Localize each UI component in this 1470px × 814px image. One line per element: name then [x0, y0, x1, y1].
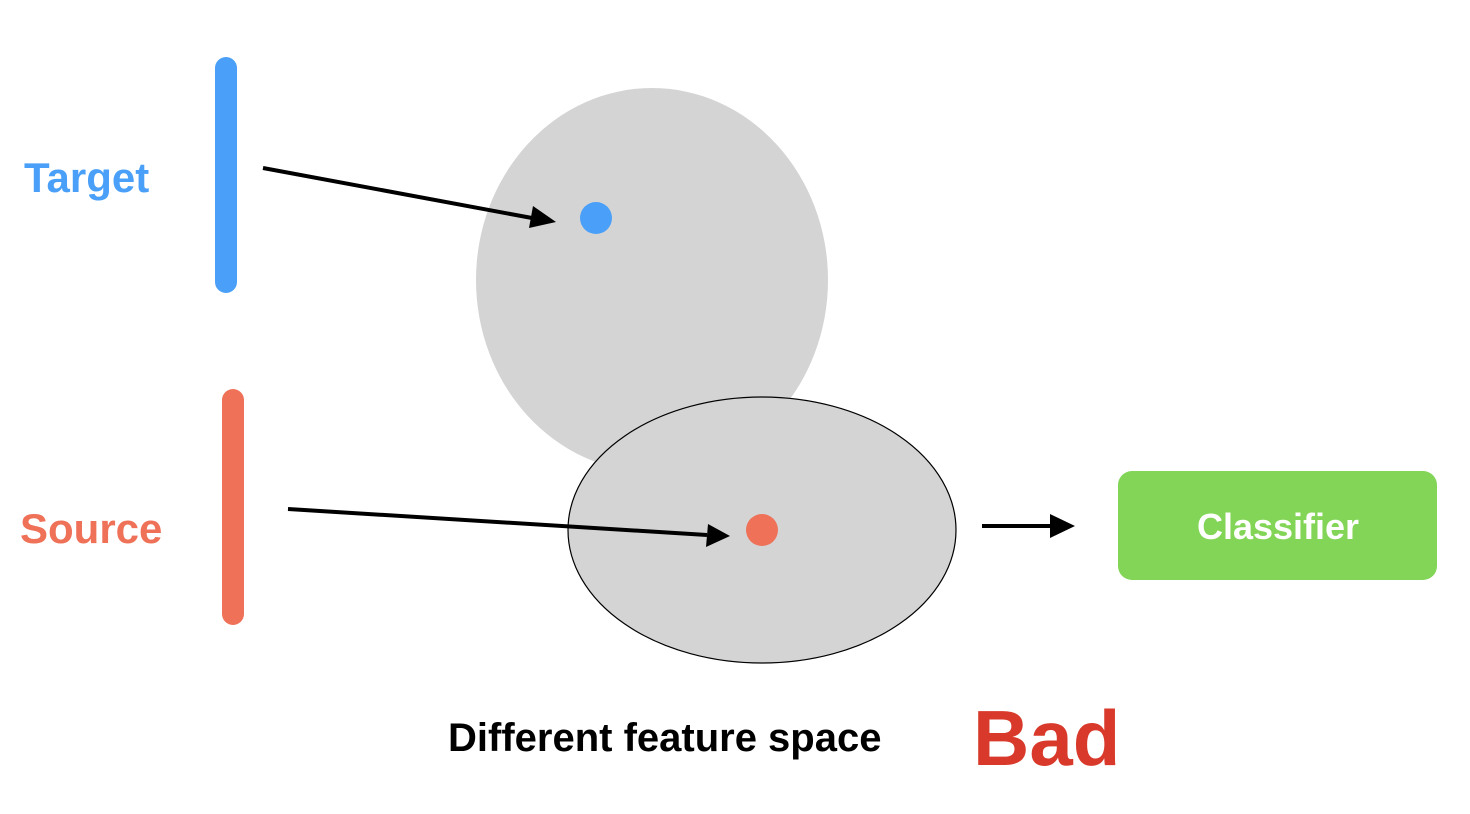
target-mapping-arrow — [262, 166, 533, 220]
caption-text: Different feature space — [448, 716, 881, 760]
target-label: Target — [24, 154, 149, 201]
source-mapping-arrowhead — [706, 524, 730, 547]
source-feature-point — [746, 514, 778, 546]
classifier-box — [1118, 471, 1437, 580]
classifier-label: Classifier — [1197, 506, 1359, 547]
classifier-arrowhead — [1050, 514, 1075, 538]
target-feature-space — [476, 88, 828, 472]
verdict-text: Bad — [973, 694, 1120, 782]
target-mapping-arrowhead — [529, 206, 556, 228]
source-label: Source — [20, 505, 162, 552]
source-mapping-arrow — [287, 507, 708, 537]
target-feature-point — [580, 202, 612, 234]
